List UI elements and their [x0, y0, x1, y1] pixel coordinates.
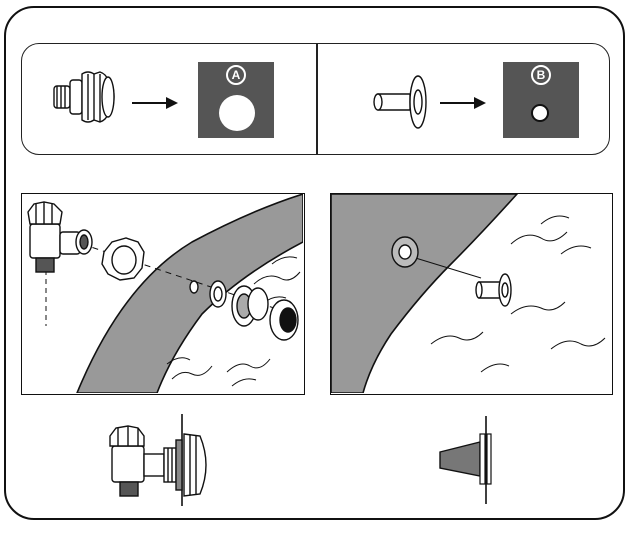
- top-divider: [316, 43, 318, 155]
- gasket-ring-icon: [391, 236, 419, 268]
- assembled-valve-icon: [109, 414, 207, 506]
- marker-b-small-hole: [531, 104, 549, 122]
- arrow-right-icon: [132, 97, 178, 109]
- small-hole-icon: [189, 280, 199, 294]
- marker-b-badge: B: [531, 65, 551, 85]
- flange-plug-icon: [475, 273, 512, 307]
- valve-assembly-icon: [27, 201, 93, 273]
- pool-wall-section: [76, 194, 303, 393]
- arrow-right-icon: [440, 97, 486, 109]
- top-step-box: [21, 43, 610, 155]
- installed-plug-icon: [439, 416, 492, 504]
- locking-nut-icon: [101, 237, 145, 281]
- marker-a-large-hole: [219, 95, 255, 131]
- gasket-ring-icon: [209, 280, 227, 308]
- valve-installation-panel: [21, 193, 305, 395]
- marker-a-badge: A: [226, 65, 246, 85]
- instruction-frame: [4, 6, 625, 520]
- threaded-connector-icon: [53, 71, 115, 123]
- flange-connector-icon: [231, 285, 269, 327]
- strainer-cap-icon: [269, 299, 299, 341]
- guide-line: [408, 255, 482, 279]
- plug-installation-panel: [330, 193, 613, 395]
- marker-b-tile: B: [503, 62, 579, 138]
- pool-wall-section: [331, 194, 519, 393]
- flange-plug-icon: [373, 75, 427, 129]
- water-waves-icon: [430, 215, 606, 373]
- marker-a-tile: A: [198, 62, 274, 138]
